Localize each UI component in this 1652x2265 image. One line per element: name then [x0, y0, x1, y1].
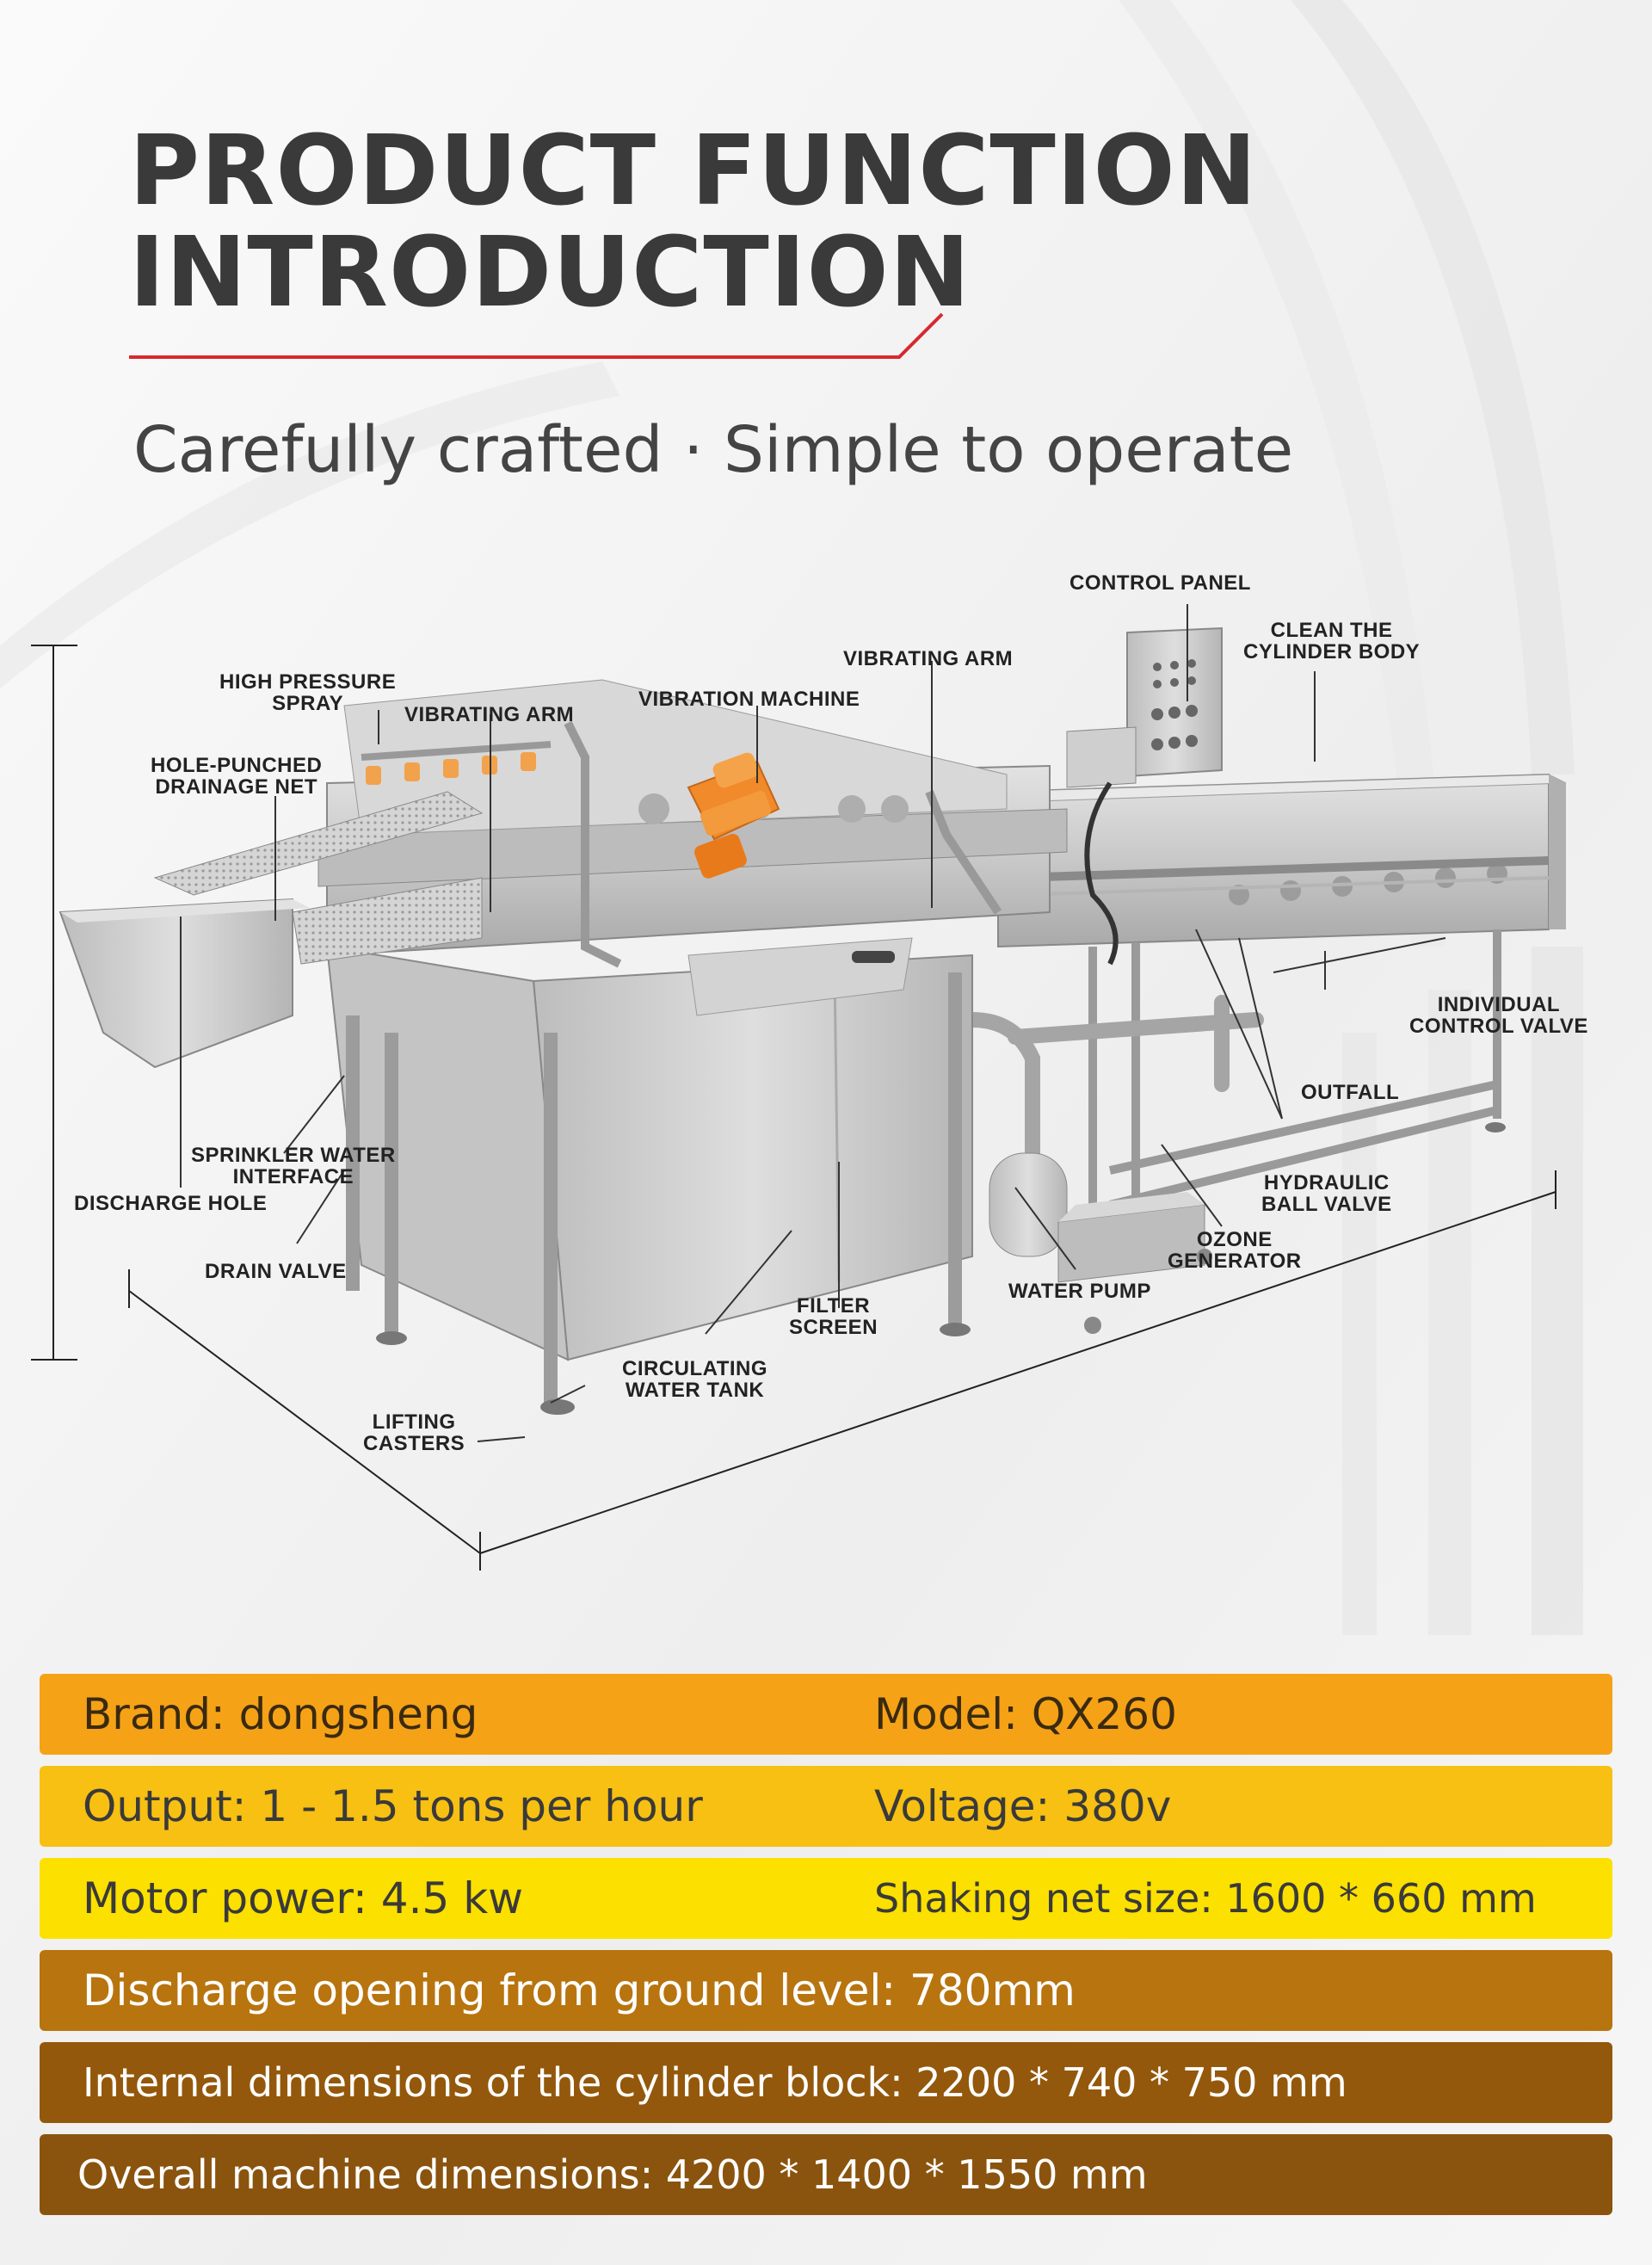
control-panel-box: [1066, 626, 1223, 966]
label-ozone-generator: OZONE GENERATOR: [1168, 1229, 1302, 1272]
label-high-pressure-spray: HIGH PRESSURE SPRAY: [219, 671, 396, 714]
spec-row-2: Output: 1 - 1.5 tons per hour Voltage: 3…: [40, 1766, 1612, 1847]
spec-row-6: Overall machine dimensions: 4200 * 1400 …: [40, 2134, 1612, 2215]
title-line-2: INTRODUCTION: [129, 217, 971, 329]
title-underline: [129, 312, 944, 359]
label-text: DRAINAGE NET: [155, 775, 317, 799]
label-text: VIBRATING ARM: [404, 703, 575, 726]
label-text: VIBRATION MACHINE: [638, 688, 860, 711]
label-clean-cylinder: CLEAN THE CYLINDER BODY: [1243, 620, 1420, 663]
label-text: WATER TANK: [625, 1379, 765, 1402]
label-circulating-water-tank: CIRCULATING WATER TANK: [622, 1358, 767, 1401]
label-individual-control-valve: INDIVIDUAL CONTROL VALVE: [1409, 994, 1588, 1037]
label-vibrating-arm-left: VIBRATING ARM: [404, 704, 574, 725]
label-text: GENERATOR: [1168, 1250, 1302, 1273]
label-control-panel: CONTROL PANEL: [1069, 572, 1251, 594]
label-text: INDIVIDUAL: [1437, 993, 1561, 1016]
label-drain-valve: DRAIN VALVE: [205, 1261, 347, 1282]
label-text: SPRAY: [272, 692, 344, 715]
label-text: LIFTING: [372, 1410, 456, 1434]
label-sprinkler-interface: SPRINKLER WATER INTERFACE: [191, 1145, 396, 1188]
label-text: DISCHARGE HOLE: [74, 1192, 268, 1215]
spec-voltage: Voltage: 380v: [874, 1781, 1172, 1831]
spec-discharge-height: Discharge opening from ground level: 780…: [83, 1966, 1076, 2015]
spec-output: Output: 1 - 1.5 tons per hour: [83, 1781, 703, 1831]
spec-model: Model: QX260: [874, 1689, 1177, 1739]
page-title: PRODUCT FUNCTION INTRODUCTION: [129, 120, 1257, 324]
label-text: FILTER: [796, 1294, 871, 1318]
label-text: CONTROL PANEL: [1069, 571, 1251, 595]
spec-row-3: Motor power: 4.5 kw Shaking net size: 16…: [40, 1858, 1612, 1939]
label-text: VIBRATING ARM: [843, 647, 1014, 670]
spec-row-4: Discharge opening from ground level: 780…: [40, 1950, 1612, 2031]
spec-internal-dimensions: Internal dimensions of the cylinder bloc…: [83, 2059, 1347, 2106]
spec-overall-dimensions: Overall machine dimensions: 4200 * 1400 …: [77, 2151, 1148, 2198]
spec-row-1: Brand: dongsheng Model: QX260: [40, 1674, 1612, 1755]
label-vibrating-arm-right: VIBRATING ARM: [843, 648, 1013, 670]
legs: [346, 972, 962, 1403]
label-text: CLEAN THE: [1270, 619, 1393, 642]
vibrating-arm: [564, 720, 1002, 968]
label-drainage-net: HOLE-PUNCHED DRAINAGE NET: [151, 755, 322, 798]
label-text: HOLE-PUNCHED: [151, 754, 323, 777]
drainage-net: [153, 791, 484, 965]
label-text: SCREEN: [789, 1316, 878, 1339]
label-text: OZONE: [1196, 1228, 1273, 1251]
label-text: CONTROL VALVE: [1409, 1015, 1588, 1038]
cylinder-body: [996, 773, 1567, 948]
casters: [376, 1122, 1506, 1415]
label-text: WATER PUMP: [1008, 1280, 1151, 1303]
machine-illustration: [31, 604, 1567, 1571]
leader-lines: [180, 604, 1446, 1442]
label-lifting-casters: LIFTING CASTERS: [363, 1411, 465, 1454]
spec-row-5: Internal dimensions of the cylinder bloc…: [40, 2042, 1612, 2123]
discharge-hopper: [59, 898, 310, 1069]
label-hydraulic-ball-valve: HYDRAULIC BALL VALVE: [1261, 1172, 1392, 1215]
spec-brand: Brand: dongsheng: [83, 1689, 478, 1739]
label-text: SPRINKLER WATER: [191, 1144, 396, 1167]
title-line-1: PRODUCT FUNCTION: [129, 115, 1258, 227]
spec-motor-power: Motor power: 4.5 kw: [83, 1873, 524, 1923]
label-outfall: OUTFALL: [1301, 1082, 1399, 1103]
vibration-motor: [687, 752, 780, 879]
label-text: CIRCULATING: [622, 1357, 768, 1380]
page-subtitle: Carefully crafted · Simple to operate: [133, 413, 1294, 487]
pipes: [965, 995, 1264, 1178]
label-vibration-machine: VIBRATION MACHINE: [638, 688, 860, 710]
dimension-lines: [31, 645, 1556, 1571]
label-text: HIGH PRESSURE: [219, 670, 397, 694]
label-text: CYLINDER BODY: [1243, 640, 1421, 663]
label-text: BALL VALVE: [1261, 1193, 1392, 1216]
spray-nozzles: [361, 741, 552, 785]
spec-net-size: Shaking net size: 1600 * 660 mm: [874, 1875, 1537, 1922]
label-text: OUTFALL: [1301, 1081, 1400, 1104]
label-text: INTERFACE: [232, 1165, 354, 1188]
label-water-pump: WATER PUMP: [1008, 1281, 1151, 1302]
vibrating-trough: [317, 679, 1068, 957]
label-discharge-hole: DISCHARGE HOLE: [74, 1193, 267, 1214]
label-text: DRAIN VALVE: [205, 1260, 347, 1283]
right-frame: [1088, 929, 1501, 1239]
label-text: CASTERS: [363, 1432, 465, 1455]
label-filter-screen: FILTER SCREEN: [789, 1295, 878, 1338]
label-text: HYDRAULIC: [1263, 1171, 1390, 1194]
